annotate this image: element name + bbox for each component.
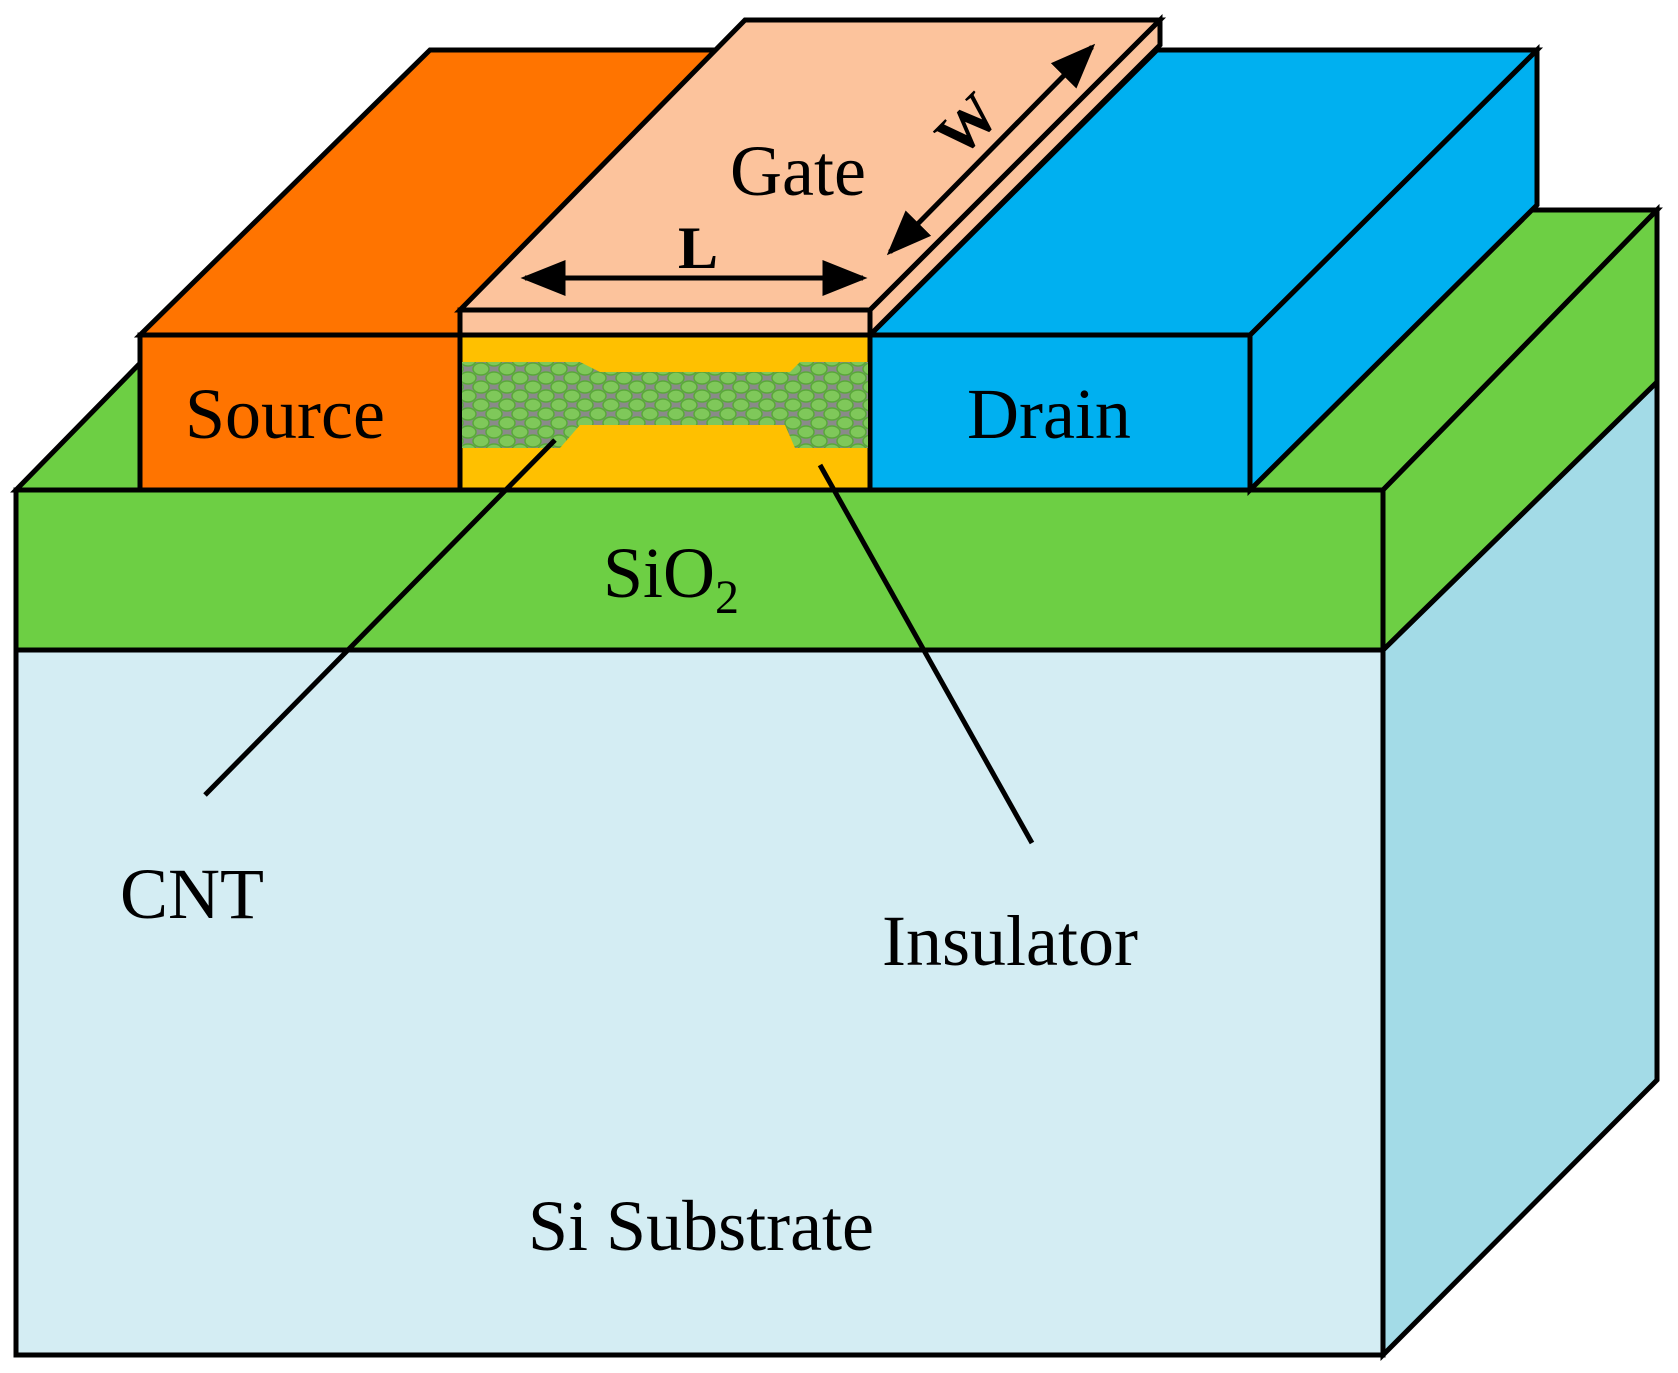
source-label: Source bbox=[185, 374, 385, 454]
substrate-label: Si Substrate bbox=[528, 1186, 874, 1266]
sio2-front-face bbox=[13, 487, 1386, 653]
gate-label: Gate bbox=[730, 131, 866, 211]
cnt-callout-line bbox=[203, 438, 557, 797]
drain-label: Drain bbox=[967, 374, 1131, 454]
drain-front-face bbox=[867, 332, 1253, 493]
drain-electrode bbox=[863, 43, 1544, 497]
cnt-bundle bbox=[462, 362, 868, 448]
insulator-callout-line bbox=[817, 463, 1035, 845]
cnt-label: CNT bbox=[120, 854, 264, 934]
channel-region bbox=[457, 332, 873, 493]
substrate-front-face bbox=[13, 647, 1386, 1358]
substrate-block bbox=[13, 376, 1660, 1362]
insulator-label: Insulator bbox=[882, 901, 1138, 981]
sio2-label: SiO2 bbox=[603, 533, 739, 624]
gate-front-face bbox=[457, 307, 873, 338]
length-label: L bbox=[678, 215, 718, 281]
width-arrow bbox=[886, 43, 1096, 256]
